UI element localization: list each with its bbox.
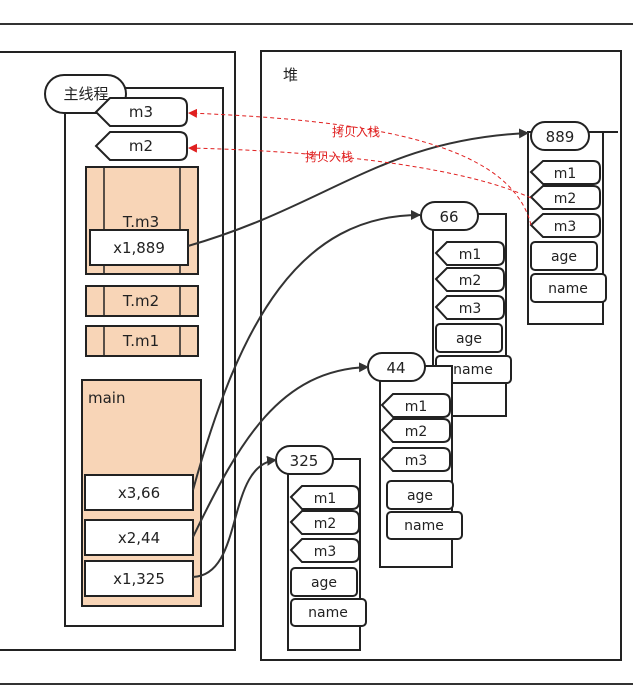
copy-arrow-m2	[188, 143, 532, 199]
heap-object-889-age: age	[551, 249, 577, 265]
frame-tm2: T.m2	[85, 285, 199, 317]
heap-object-66-m2: m2	[459, 273, 482, 289]
heap-object-889: 889 m1 m2 m3 age name	[527, 121, 618, 325]
copy-label-1: 拷贝入栈	[332, 124, 380, 139]
frame-tm3-label: T.m3	[122, 213, 159, 231]
heap-object-66-name: name	[453, 362, 493, 378]
copied-ref-m3: m3	[94, 97, 188, 127]
arrow-x1-889	[187, 128, 529, 247]
heap-object-889-name: name	[548, 281, 588, 297]
var-x2-44-box	[84, 519, 194, 556]
heap-object-44-m2: m2	[405, 424, 428, 440]
arrow-x2-44	[192, 362, 369, 538]
frame-tm2-label: T.m2	[122, 292, 159, 310]
heap-object-44-name: name	[404, 518, 444, 534]
frame-main: main x3,66 x2,44 x1,325	[81, 379, 202, 607]
heap-object-66-m1: m1	[459, 247, 482, 263]
heap-object-325-age: age	[311, 575, 337, 591]
frame-tm1: T.m1	[85, 325, 199, 357]
frame-tm3: T.m3 x1,889	[85, 166, 199, 275]
thread-outer-box	[0, 51, 236, 651]
heap-object-44-m3: m3	[405, 453, 428, 469]
copied-ref-m2: m2	[94, 131, 188, 161]
var-x1-325: x1,325	[113, 570, 165, 588]
heap-object-889-m1: m1	[554, 166, 577, 182]
thread-title: 主线程	[63, 85, 108, 103]
copy-label-2: 拷贝入栈	[305, 149, 353, 164]
heap-object-66-m3: m3	[459, 301, 482, 317]
var-x1-325-box	[84, 560, 194, 597]
frame-tm1-label: T.m1	[122, 332, 159, 350]
thread-stack-box	[64, 87, 224, 627]
heap-object-325-id: 325	[290, 452, 319, 470]
var-x1-889: x1,889	[113, 239, 165, 257]
heap-object-44-m1: m1	[405, 399, 428, 415]
frame-main-label: main	[88, 389, 125, 407]
heap-object-325-m2: m2	[314, 516, 337, 532]
copied-ref-m3-label: m3	[129, 103, 153, 121]
var-x3-66-box	[84, 474, 194, 511]
heap-object-889-m2: m2	[554, 191, 577, 207]
var-x3-66: x3,66	[118, 484, 160, 502]
heap-object-66-age: age	[456, 331, 482, 347]
heap-object-325-name: name	[308, 605, 348, 621]
heap-object-44-age: age	[407, 488, 433, 504]
var-x2-44: x2,44	[118, 529, 160, 547]
heap-object-66-id: 66	[439, 208, 458, 226]
heap-label: 堆	[283, 66, 298, 84]
heap-object-44-id: 44	[386, 359, 405, 377]
var-x1-889-box	[89, 229, 189, 266]
arrow-x3-66	[192, 210, 421, 491]
heap-object-325-m1: m1	[314, 491, 337, 507]
copy-arrow-m3	[188, 108, 532, 226]
heap-object-44: 44 m1 m2 m3 age name	[367, 352, 463, 568]
heap-object-325-m3: m3	[314, 544, 337, 560]
heap-object-889-m3: m3	[554, 219, 577, 235]
heap-object-889-id: 889	[546, 128, 575, 146]
arrow-x1-325	[192, 455, 277, 578]
heap-box	[260, 50, 622, 661]
copied-ref-m2-label: m2	[129, 137, 153, 155]
heap-object-325: 325 m1 m2 m3 age name	[275, 445, 367, 651]
